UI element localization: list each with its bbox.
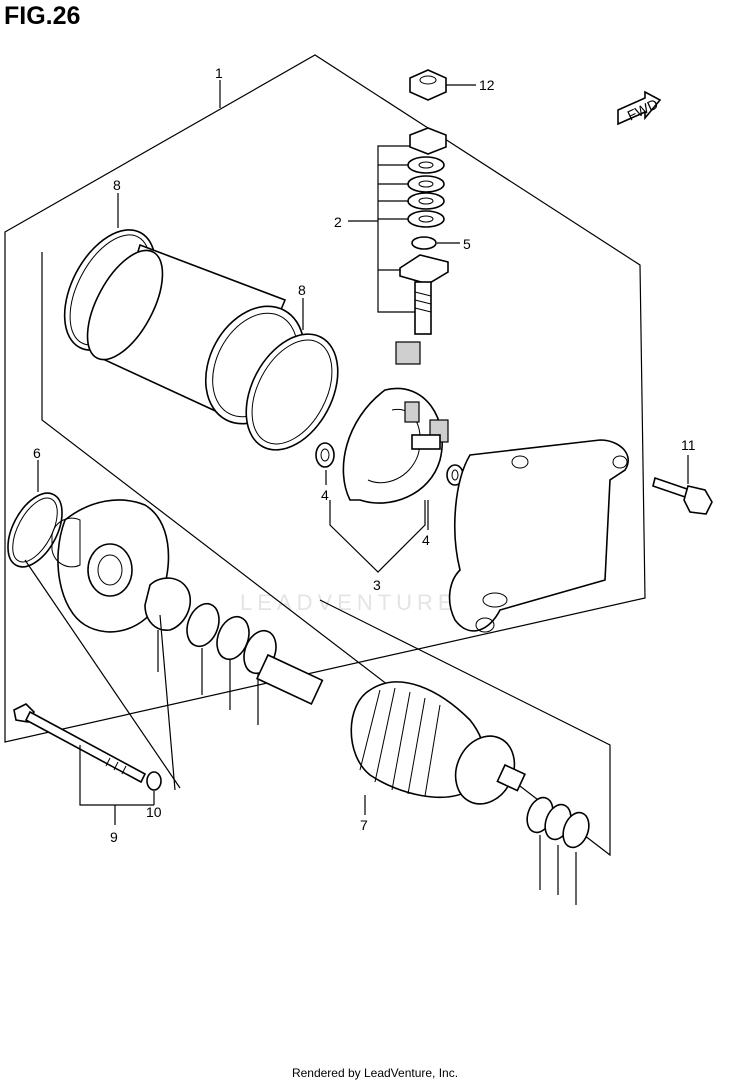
o-ring-part-6 — [7, 492, 63, 568]
callout-4-right: 4 — [422, 532, 430, 548]
callout-5: 5 — [463, 236, 471, 252]
washer-front-1 — [186, 602, 220, 648]
bolt-part-11 — [652, 476, 713, 515]
callout-12: 12 — [479, 77, 495, 93]
callout-7: 7 — [360, 817, 368, 833]
washer-rear-3 — [562, 811, 590, 849]
callout-8-right: 8 — [298, 282, 306, 298]
brush-lead — [395, 341, 421, 365]
armature-part-7 — [255, 653, 527, 805]
terminal-set-part-2 — [399, 127, 449, 335]
brush-part-4-left — [315, 442, 335, 468]
nut-part-12 — [409, 69, 447, 101]
callout-6: 6 — [33, 445, 41, 461]
washer-part-5 — [411, 236, 437, 250]
front-bracket-housing — [51, 499, 170, 633]
rear-bracket-housing — [448, 439, 629, 633]
fwd-arrow-icon: FWD — [617, 90, 662, 126]
figure-title: FIG.26 — [4, 2, 81, 30]
o-ring-part-8-right — [245, 333, 339, 451]
washer-part-10 — [146, 771, 162, 791]
brush-holder-part-3 — [342, 387, 449, 504]
callout-8-left: 8 — [113, 177, 121, 193]
callout-4-left: 4 — [321, 487, 329, 503]
inner-group-box — [41, 252, 611, 857]
assembly-outline — [4, 54, 646, 743]
callout-9: 9 — [110, 829, 118, 845]
callout-10: 10 — [146, 804, 162, 820]
fwd-label: FWD — [625, 96, 661, 124]
callout-3: 3 — [373, 577, 381, 593]
callout-11: 11 — [681, 437, 696, 453]
watermark-text: LEADVENTURE — [240, 590, 458, 615]
through-bolt-part-9 — [13, 703, 147, 784]
callout-1: 1 — [215, 65, 223, 81]
callout-2: 2 — [334, 214, 342, 230]
lock-plate — [144, 577, 192, 631]
footer-credit: Rendered by LeadVenture, Inc. — [291, 1066, 459, 1080]
